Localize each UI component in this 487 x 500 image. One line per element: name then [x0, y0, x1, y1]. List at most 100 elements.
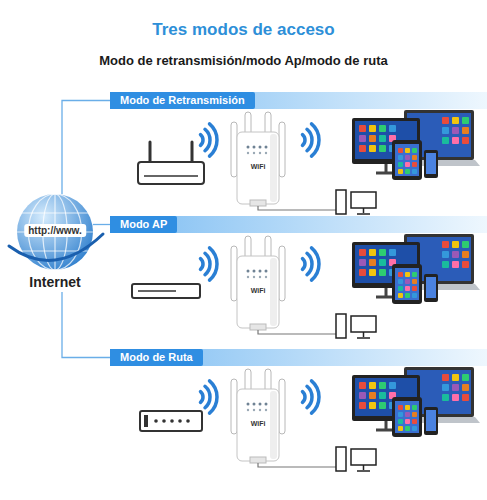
plug: [250, 457, 266, 463]
subtitle: Modo de retransmisión/modo Ap/modo de ru…: [0, 53, 487, 68]
router-line: [144, 175, 198, 177]
phone: [424, 150, 438, 178]
app-tile: [412, 169, 417, 174]
antenna: [231, 379, 237, 434]
app-tile: [369, 259, 376, 266]
app-tile: [442, 137, 449, 144]
app-tile: [398, 169, 403, 174]
app-tile: [389, 249, 396, 256]
status-led: [253, 276, 255, 278]
app-tile: [359, 145, 366, 152]
wifi-waves: [200, 259, 203, 270]
app-tile: [398, 279, 403, 284]
app-tile: [359, 402, 366, 409]
band-bar: [110, 92, 487, 109]
app-tile: [405, 405, 410, 410]
link-line: [62, 292, 110, 358]
extender-shade: [270, 391, 277, 459]
app-tile: [379, 269, 386, 276]
app-tile: [398, 155, 403, 160]
device-logo: WiFi: [236, 287, 280, 294]
status-led: [259, 403, 262, 406]
app-tile: [398, 272, 403, 277]
band-bar: [110, 216, 487, 233]
band-label: Modo AP: [120, 218, 167, 231]
phone: [424, 407, 438, 435]
phone-display: [426, 277, 436, 298]
wifi-waves: [302, 135, 305, 146]
wifi-waves: [209, 124, 217, 156]
modem: [140, 411, 202, 431]
app-tile: [412, 419, 417, 424]
app-tile: [452, 394, 459, 401]
phone-display: [426, 153, 436, 174]
app-tile: [412, 286, 417, 291]
app-tile: [442, 241, 449, 248]
link-line: [62, 101, 110, 195]
phone-display: [426, 410, 436, 431]
app-tile: [412, 162, 417, 167]
link-line: [93, 224, 110, 225]
status-led: [265, 270, 268, 273]
status-led: [247, 403, 250, 406]
status-led: [253, 270, 256, 273]
status-led: [259, 409, 261, 411]
status-led: [247, 270, 250, 273]
app-tile: [359, 125, 366, 132]
status-led: [265, 403, 268, 406]
app-tile: [405, 279, 410, 284]
app-tile: [359, 135, 366, 142]
app-tile: [359, 382, 366, 389]
wifi-waves: [209, 381, 217, 413]
cable: [258, 463, 336, 467]
modem-led: [170, 419, 174, 423]
app-tile: [369, 402, 376, 409]
status-led: [265, 146, 268, 149]
status-led: [253, 403, 256, 406]
status-led: [247, 409, 249, 411]
app-tile: [442, 117, 449, 124]
app-tile: [462, 261, 469, 268]
app-tile: [369, 382, 376, 389]
phone: [424, 274, 438, 302]
app-tile: [412, 426, 417, 431]
mode-band: Modo de Retransmisión: [110, 92, 255, 109]
status-led: [259, 152, 261, 154]
app-tile: [369, 392, 376, 399]
app-tile: [405, 169, 410, 174]
app-tile: [405, 286, 410, 291]
app-tile: [462, 137, 469, 144]
app-tile: [452, 127, 459, 134]
pc-tower: [336, 190, 346, 214]
status-led: [247, 152, 249, 154]
app-tile: [398, 412, 403, 417]
app-tile: [405, 162, 410, 167]
app-tile: [452, 251, 459, 258]
app-tile: [452, 241, 459, 248]
mode-band: Modo de Ruta: [110, 349, 203, 366]
app-tile: [369, 269, 376, 276]
status-led: [265, 276, 267, 278]
wifi-waves: [209, 248, 217, 280]
antenna: [279, 246, 285, 301]
app-tile: [359, 392, 366, 399]
wifi-waves: [311, 381, 319, 413]
status-led: [253, 152, 255, 154]
modem-led: [186, 419, 190, 423]
status-led: [253, 409, 255, 411]
app-tile: [462, 251, 469, 258]
app-tile: [359, 259, 366, 266]
plug: [250, 324, 266, 330]
app-tile: [379, 145, 386, 152]
app-tile: [379, 125, 386, 132]
app-tile: [462, 241, 469, 248]
app-tile: [442, 374, 449, 381]
wifi-waves: [311, 248, 319, 280]
app-tile: [462, 394, 469, 401]
tablet: [392, 264, 422, 304]
tablet-display: [395, 268, 419, 300]
tablet-display: [395, 401, 419, 433]
antenna: [279, 122, 285, 177]
status-led: [253, 146, 256, 149]
extender-body: [237, 389, 279, 461]
